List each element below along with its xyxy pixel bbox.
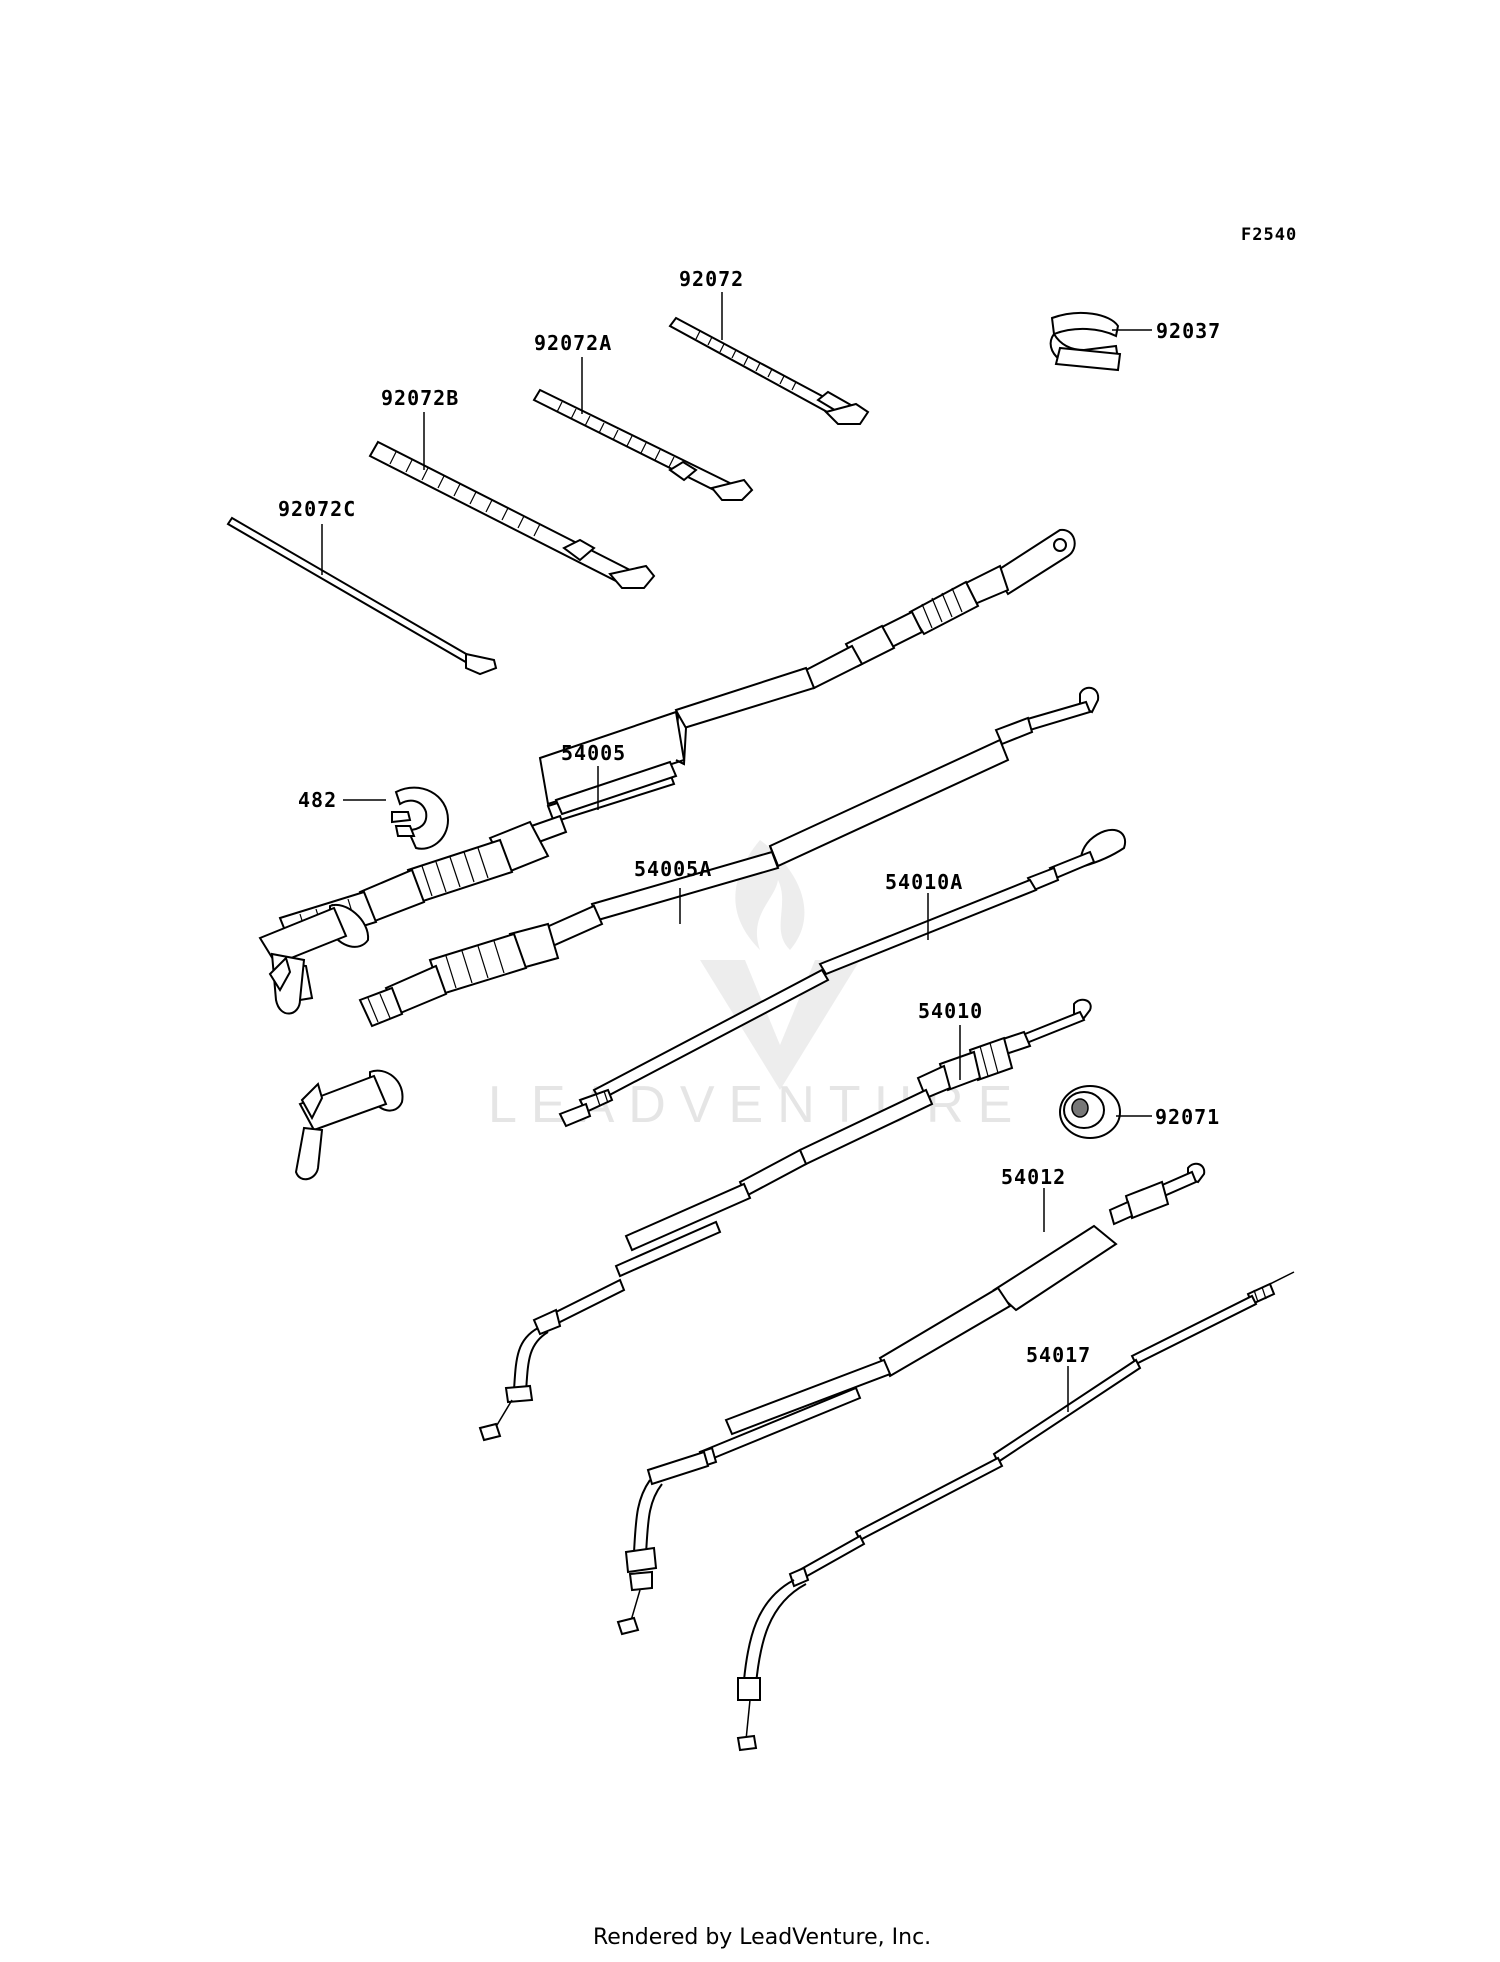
callout-92072A[interactable]: 92072A bbox=[534, 331, 612, 355]
part-92072C-cable-tie[interactable] bbox=[226, 516, 498, 676]
part-482-e-clip[interactable] bbox=[391, 786, 450, 850]
figure-code: F2540 bbox=[1241, 225, 1297, 245]
callout-54005[interactable]: 54005 bbox=[561, 741, 626, 765]
part-92072-cable-tie[interactable] bbox=[668, 316, 870, 425]
part-54012-cable[interactable] bbox=[616, 1162, 1206, 1636]
part-92037-clamp[interactable] bbox=[1049, 311, 1122, 372]
part-54005-brake-cable[interactable] bbox=[258, 528, 1076, 1015]
callout-92072B[interactable]: 92072B bbox=[381, 386, 459, 410]
part-92072A-cable-tie[interactable] bbox=[532, 388, 754, 501]
callout-482[interactable]: 482 bbox=[298, 788, 337, 812]
part-92072B-cable-tie[interactable] bbox=[368, 440, 656, 589]
callout-92072C[interactable]: 92072C bbox=[278, 497, 356, 521]
callout-92037[interactable]: 92037 bbox=[1156, 319, 1221, 343]
callout-54010[interactable]: 54010 bbox=[918, 999, 983, 1023]
footer-credit: Rendered by LeadVenture, Inc. bbox=[593, 1925, 931, 1950]
callout-54005A[interactable]: 54005A bbox=[634, 857, 712, 881]
callout-92071[interactable]: 92071 bbox=[1155, 1105, 1220, 1129]
part-54010A-clutch-cable[interactable] bbox=[558, 829, 1127, 1128]
part-54017-cable[interactable] bbox=[736, 1271, 1295, 1752]
part-54010-throttle-cable[interactable] bbox=[478, 998, 1092, 1442]
callout-54012[interactable]: 54012 bbox=[1001, 1165, 1066, 1189]
callout-92072[interactable]: 92072 bbox=[679, 267, 744, 291]
part-92071-grommet[interactable] bbox=[1059, 1085, 1121, 1139]
part-54005A-brake-cable[interactable] bbox=[294, 686, 1100, 1181]
callout-54017[interactable]: 54017 bbox=[1026, 1343, 1091, 1367]
callout-54010A[interactable]: 54010A bbox=[885, 870, 963, 894]
